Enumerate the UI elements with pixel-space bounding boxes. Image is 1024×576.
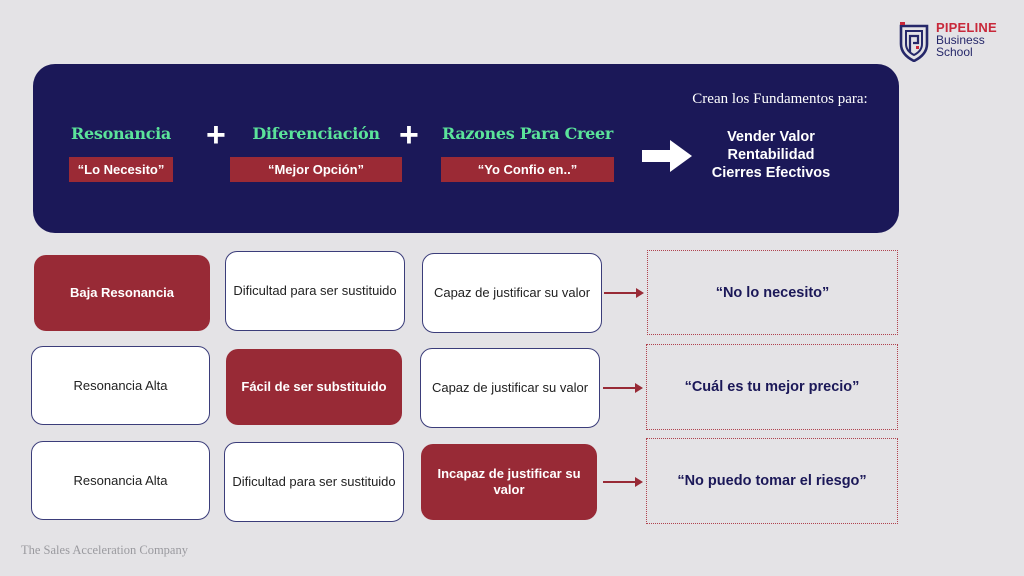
arrow-right-icon: [603, 477, 643, 487]
logo-line-2: Business: [936, 33, 985, 47]
pillar-tag: “Lo Necesito”: [69, 157, 173, 182]
logo-text: PIPELINE Business School: [936, 20, 997, 59]
row3-differentiation-cell: Dificultad para ser sustituido: [224, 442, 404, 522]
arrow-right-icon: [604, 288, 644, 298]
row1-reasons-cell: Capaz de justificar su valor: [422, 253, 602, 333]
pillar-diferenciacion: Diferenciación “Mejor Opción”: [230, 124, 402, 182]
row1-resonance-cell: Baja Resonancia: [34, 255, 210, 331]
fundamentals-banner: Resonancia “Lo Necesito” + Diferenciació…: [33, 64, 899, 233]
pillar-title: Diferenciación: [252, 124, 380, 143]
shield-pipeline-icon: [899, 22, 929, 62]
pillar-razones: Razones Para Creer “Yo Confio en..”: [441, 124, 614, 182]
row1-differentiation-cell: Dificultad para ser sustituido: [225, 251, 405, 331]
row3-resonance-cell: Resonancia Alta: [31, 441, 210, 520]
foundation-item: Cierres Efectivos: [711, 165, 831, 181]
foundation-item: Rentabilidad: [727, 147, 815, 163]
logo-line-3: School: [936, 45, 973, 59]
row3-objection: “No puedo tomar el riesgo”: [646, 438, 898, 524]
plus-icon: +: [399, 116, 419, 154]
row3-reasons-cell: Incapaz de justificar su valor: [421, 444, 597, 520]
right-arrow-icon: [642, 140, 692, 172]
plus-icon: +: [206, 116, 226, 154]
pillar-resonancia: Resonancia “Lo Necesito”: [69, 124, 173, 182]
row2-reasons-cell: Capaz de justificar su valor: [420, 348, 600, 428]
footer-tagline: The Sales Acceleration Company: [21, 543, 188, 557]
row2-differentiation-cell: Fácil de ser substituido: [226, 349, 402, 425]
pillar-tag: “Yo Confio en..”: [441, 157, 614, 182]
arrow-right-icon: [603, 383, 643, 393]
pillar-tag: “Mejor Opción”: [230, 157, 402, 182]
row2-objection: “Cuál es tu mejor precio”: [646, 344, 898, 430]
pillar-title: Razones Para Creer: [441, 124, 614, 143]
pillar-title: Resonancia: [71, 124, 171, 143]
logo-line-1: PIPELINE: [936, 20, 997, 35]
foundations-list: Vender Valor Rentabilidad Cierres Efecti…: [691, 128, 851, 182]
foundation-item: Vender Valor: [727, 129, 815, 145]
brand-logo: PIPELINE Business School: [898, 20, 997, 62]
foundations-title: Crean los Fundamentos para:: [692, 91, 868, 107]
row2-resonance-cell: Resonancia Alta: [31, 346, 210, 425]
row1-objection: “No lo necesito”: [647, 250, 898, 335]
